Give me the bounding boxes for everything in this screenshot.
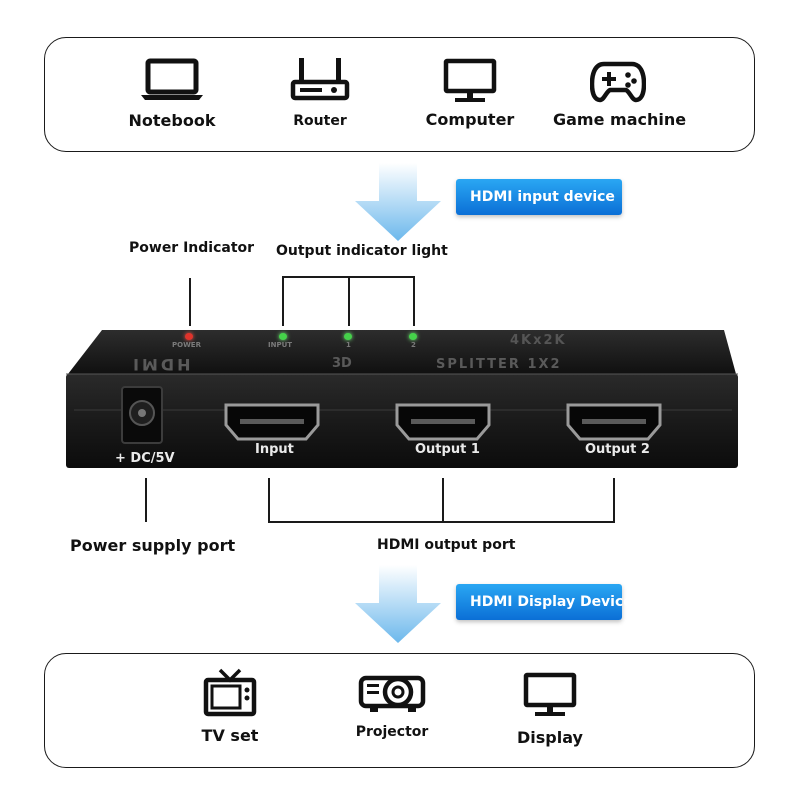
monitor-icon (443, 58, 497, 102)
hdmi-port-bracket-mid (442, 478, 444, 522)
display-icon (523, 672, 577, 716)
device-item-router: Router (270, 56, 370, 129)
output2-led-label: 2 (411, 341, 416, 349)
device-label: Router (293, 113, 347, 129)
power-supply-port-label: Power supply port (70, 536, 236, 555)
device-item-tv-set: TV set (180, 668, 280, 745)
tv-icon (203, 668, 257, 717)
device-item-display: Display (500, 672, 600, 747)
router-icon (290, 58, 350, 101)
down-arrow-icon (355, 565, 441, 643)
device-model-text: SPLITTER 1X2 (436, 357, 562, 372)
power-supply-line (145, 478, 147, 522)
input-led-label: INPUT (268, 341, 293, 349)
device-3d-text: 3D (332, 356, 352, 371)
output-indicator-label: Output indicator light (276, 243, 448, 259)
hdmi-output-port-label: HDMI output port (377, 537, 516, 553)
hdmi-output1-port (395, 403, 491, 441)
hdmi-port-bracket-left (268, 478, 270, 522)
device-resolution-text: 4Kx2K (510, 333, 567, 348)
gamepad-icon (590, 61, 646, 103)
device-item-computer: Computer (420, 58, 520, 129)
output1-port-label: Output 1 (415, 442, 480, 457)
output-indicator-line (348, 276, 350, 326)
hdmi-display-device-tag: HDMI Display Device (456, 584, 633, 620)
device-label: Projector (355, 724, 429, 740)
down-arrow-icon (355, 163, 441, 241)
projector-icon (358, 675, 426, 712)
hdmi-input-port (224, 403, 320, 441)
power-led-label: POWER (172, 341, 201, 349)
device-label: Display (517, 728, 583, 747)
output1-led (344, 333, 352, 340)
hdmi-input-device-tag: HDMI input device (456, 179, 622, 215)
input-led (279, 333, 287, 340)
hdmi-output2-port (566, 403, 662, 441)
input-port-label: Input (255, 442, 294, 457)
hdmi-port-bracket-base (268, 521, 615, 523)
device-item-projector: Projector (342, 668, 442, 740)
device-label: Game machine (553, 110, 687, 129)
output1-led-label: 1 (346, 341, 351, 349)
device-label: Notebook (128, 111, 216, 130)
power-indicator-label: Power Indicator (129, 240, 255, 256)
dc-port-label: + DC/5V (115, 451, 175, 466)
device-item-notebook: Notebook (122, 58, 222, 130)
power-led (185, 333, 193, 340)
device-label: TV set (201, 726, 259, 745)
device-brand-text: HDMI (130, 355, 191, 374)
output2-led (409, 333, 417, 340)
dc-power-jack (121, 386, 163, 444)
device-item-game-machine: Game machine (553, 58, 687, 129)
output2-port-label: Output 2 (585, 442, 650, 457)
output-indicator-line (282, 276, 284, 326)
device-label: Computer (425, 110, 515, 129)
output-indicator-line (413, 276, 415, 326)
hdmi-port-bracket-right (613, 478, 615, 522)
laptop-icon (141, 58, 203, 100)
power-indicator-line (189, 278, 191, 326)
display-devices-panel (44, 653, 755, 768)
